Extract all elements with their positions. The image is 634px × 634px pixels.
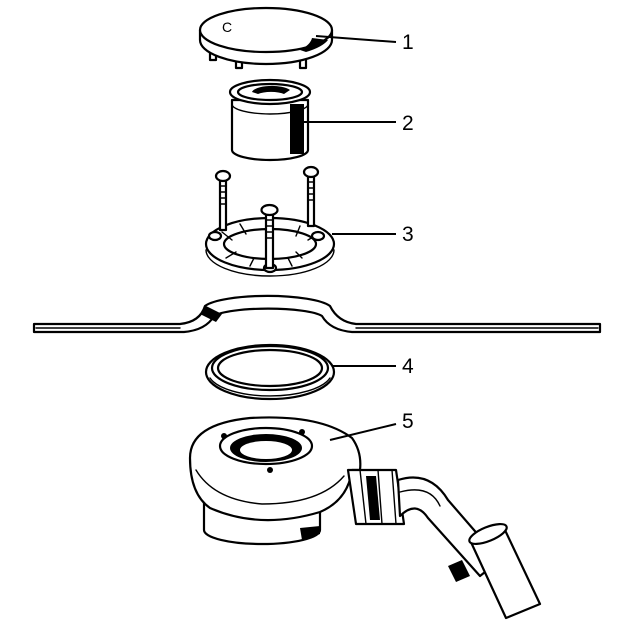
shower-tray-section [32, 294, 602, 334]
callout-3: 3 [332, 223, 414, 246]
callout-2: 2 [304, 112, 414, 135]
label-2: 2 [402, 112, 414, 135]
label-1: 1 [402, 31, 414, 54]
label-5: 5 [402, 410, 414, 433]
clamp-ring [204, 165, 336, 277]
screw-center [260, 203, 279, 270]
drain-body [188, 416, 542, 620]
cover-plate: C [198, 6, 334, 70]
label-3: 3 [402, 223, 414, 246]
insert-sleeve [228, 78, 312, 162]
label-4: 4 [402, 355, 414, 378]
callout-1: 1 [315, 31, 414, 54]
screw-left [214, 169, 232, 232]
callout-4: 4 [332, 355, 414, 378]
callout-5: 5 [329, 410, 414, 441]
cover-mark: C [222, 19, 232, 35]
screw-right [302, 165, 320, 228]
seal-ring [204, 343, 336, 401]
